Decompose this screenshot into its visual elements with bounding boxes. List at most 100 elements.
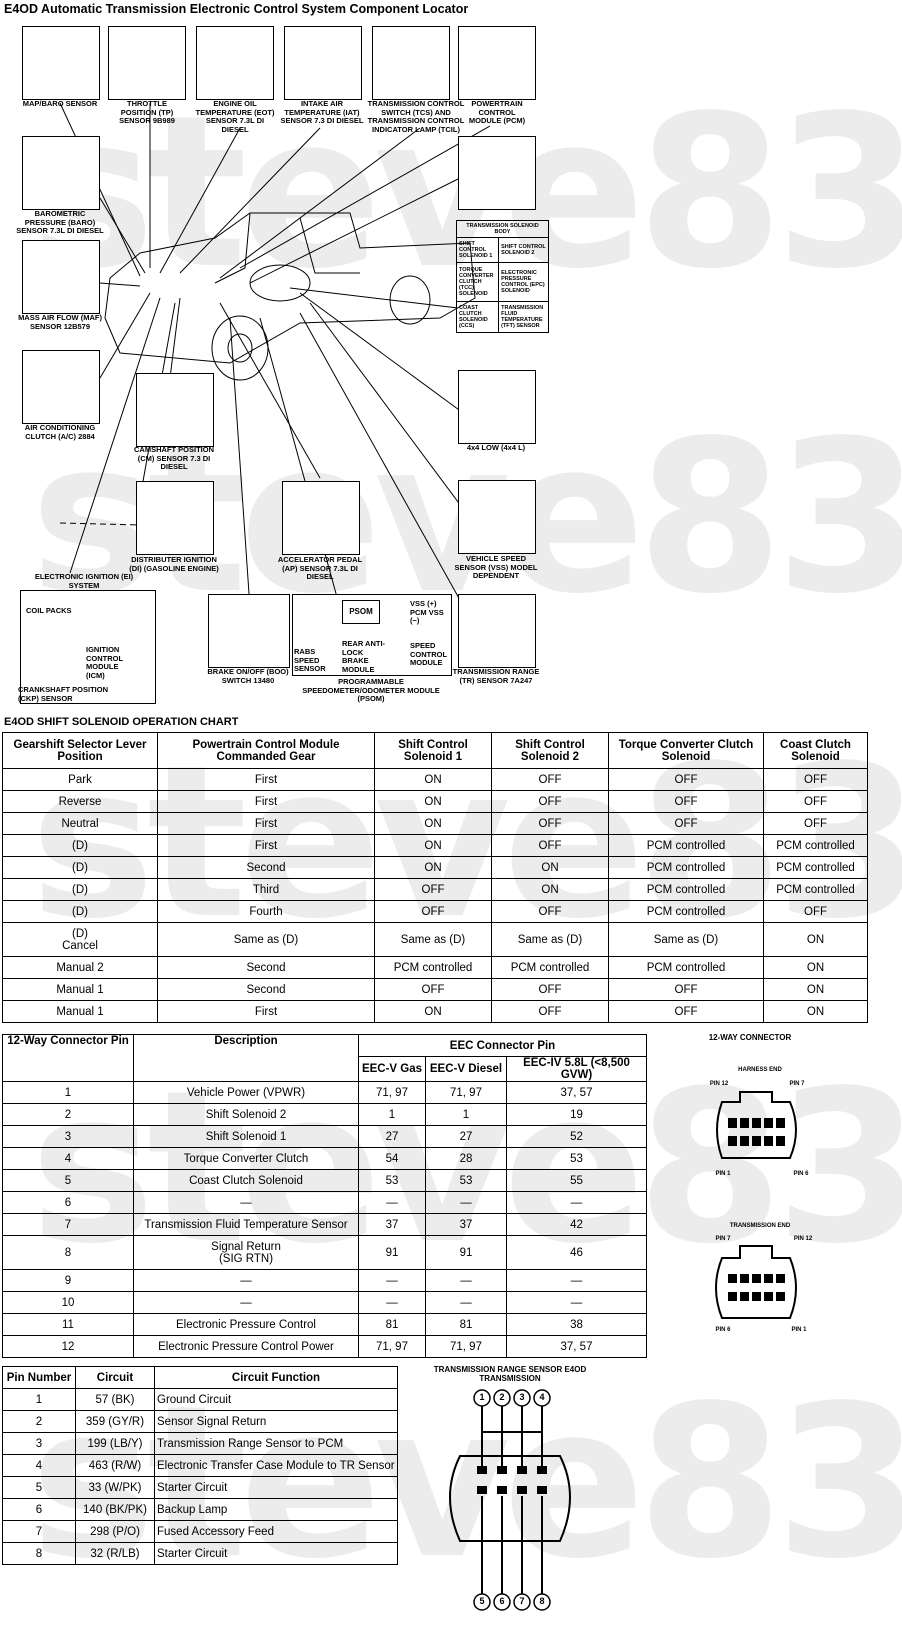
table-cell: 19 — [506, 1103, 647, 1126]
table-cell: — — [133, 1269, 359, 1292]
table-cell: ON — [763, 978, 868, 1001]
table-cell: 4 — [2, 1147, 134, 1170]
psom-box: PSOM — [342, 600, 380, 624]
table-row: 10———— — [2, 1291, 647, 1314]
table-cell: Same as (D) — [157, 922, 375, 957]
table-cell: 46 — [506, 1235, 647, 1270]
pcm-detail-image — [458, 136, 536, 210]
table-cell: Second — [157, 956, 375, 979]
table-cell: Manual 2 — [2, 956, 158, 979]
table-cell: 37, 57 — [506, 1335, 647, 1358]
table-cell: OFF — [491, 812, 609, 835]
table-cell: 3 — [2, 1125, 134, 1148]
table-cell: Coast Clutch Solenoid — [133, 1169, 359, 1192]
table-cell: Signal Return (SIG RTN) — [133, 1235, 359, 1270]
table-cell: Shift Solenoid 1 — [133, 1125, 359, 1148]
table-cell: 463 (R/W) — [75, 1454, 155, 1477]
conn-gas-header: EEC-V Gas — [358, 1056, 426, 1082]
pcm-label: POWERTRAIN CONTROL MODULE (PCM) — [468, 99, 526, 125]
locator-lines — [59, 102, 491, 619]
table-cell: First — [157, 1000, 375, 1023]
table-cell: 1 — [2, 1081, 134, 1104]
conn-diesel-header: EEC-V Diesel — [425, 1056, 507, 1082]
table-cell: PCM controlled — [374, 956, 492, 979]
table-cell: Same as (D) — [374, 922, 492, 957]
table-cell: 32 (R/LB) — [75, 1542, 155, 1565]
table-cell: 140 (BK/PK) — [75, 1498, 155, 1521]
tr-pin-8: 8 — [539, 1596, 545, 1606]
sol-cell: COAST CLUTCH SOLENOID (CCS) — [455, 301, 500, 333]
table-cell: 53 — [425, 1169, 507, 1192]
table-cell: 57 (BK) — [75, 1388, 155, 1411]
rear-abs-label: REAR ANTI-LOCK BRAKE MODULE — [342, 639, 386, 674]
table-cell: Manual 1 — [2, 1000, 158, 1023]
map-baro-label: MAP/BARO SENSOR — [22, 99, 98, 108]
col-header: Torque Converter Clutch Solenoid — [608, 732, 764, 769]
table-cell: PCM controlled — [608, 956, 764, 979]
pin6-label: PIN 6 — [793, 1171, 809, 1177]
boo-switch-label: BRAKE ON/OFF (BOO) SWITCH 13480 — [207, 667, 289, 685]
icm-label: IGNITION CONTROL MODULE (ICM) — [86, 645, 123, 680]
table-cell: OFF — [491, 768, 609, 791]
map-baro-sensor-image — [22, 26, 100, 100]
cmp-sensor-image — [136, 373, 214, 447]
table-cell: 8 — [2, 1542, 76, 1565]
table-cell: OFF — [763, 812, 868, 835]
table-cell: (D) — [2, 834, 158, 857]
table-cell: 5 — [2, 1476, 76, 1499]
table-cell: ON — [491, 856, 609, 879]
table-cell: 11 — [2, 1313, 134, 1336]
table-cell: 5 — [2, 1169, 134, 1192]
tr-connector-shape — [449, 1389, 571, 1611]
4x4-low-image — [458, 370, 536, 444]
pin12-label: PIN 12 — [709, 1081, 729, 1087]
table-cell: 1 — [425, 1103, 507, 1126]
table-cell: OFF — [491, 834, 609, 857]
table-cell: OFF — [608, 768, 764, 791]
table-cell: 12 — [2, 1335, 134, 1358]
connector-title: 12-WAY CONNECTOR — [708, 1033, 792, 1042]
col-header: Shift Control Solenoid 1 — [374, 732, 492, 769]
speed-control-label: SPEED CONTROL MODULE — [410, 641, 447, 667]
table-cell: ON — [374, 1000, 492, 1023]
table-cell: 71, 97 — [425, 1081, 507, 1104]
table-cell: (D) — [2, 856, 158, 879]
table-cell: Starter Circuit — [154, 1542, 398, 1565]
table-row: 9———— — [2, 1269, 647, 1292]
table-cell: OFF — [763, 900, 868, 923]
table-cell: 8 — [2, 1235, 134, 1270]
page-title: E4OD Automatic Transmission Electronic C… — [4, 2, 469, 16]
table-cell: — — [506, 1191, 647, 1214]
trans-end-label: TRANSMISSION END — [729, 1223, 791, 1229]
baro-sensor-label: BAROMETRIC PRESSURE (BARO) SENSOR 7.3L D… — [16, 209, 104, 235]
shift-chart-title: E4OD SHIFT SOLENOID OPERATION CHART — [4, 716, 239, 728]
table-cell: Ground Circuit — [154, 1388, 398, 1411]
4x4-low-label: 4x4 LOW (4x4 L) — [466, 443, 526, 452]
app-sensor-label: ACCELERATOR PEDAL (AP) SENSOR 7.3L DI DI… — [277, 555, 363, 581]
maf-sensor-label: MASS AIR FLOW (MAF) SENSOR 12B579 — [18, 313, 102, 331]
table-cell: — — [506, 1291, 647, 1314]
table-cell: Manual 1 — [2, 978, 158, 1001]
table-cell: Shift Solenoid 2 — [133, 1103, 359, 1126]
component-locator-diagram: MAP/BARO SENSOR THROTTLE POSITION (TP) S… — [0, 18, 902, 728]
tr-pin-2: 2 — [499, 1392, 505, 1402]
vss-pcm-label: VSS (+) PCM VSS (−) — [410, 599, 444, 625]
table-cell: 27 — [358, 1125, 426, 1148]
table-cell: — — [425, 1269, 507, 1292]
ckp-sensor-label: CRANKSHAFT POSITION (CKP) SENSOR — [18, 685, 108, 703]
table-cell: 53 — [506, 1147, 647, 1170]
ei-system-image — [20, 590, 156, 704]
ac-clutch-label: AIR CONDITIONING CLUTCH (A/C) 2884 — [24, 423, 96, 441]
sol-cell: TRANSMISSION FLUID TEMPERATURE (TFT) SEN… — [498, 301, 549, 333]
table-cell: (D) — [2, 900, 158, 923]
rabs-label: RABS SPEED SENSOR — [294, 647, 326, 673]
